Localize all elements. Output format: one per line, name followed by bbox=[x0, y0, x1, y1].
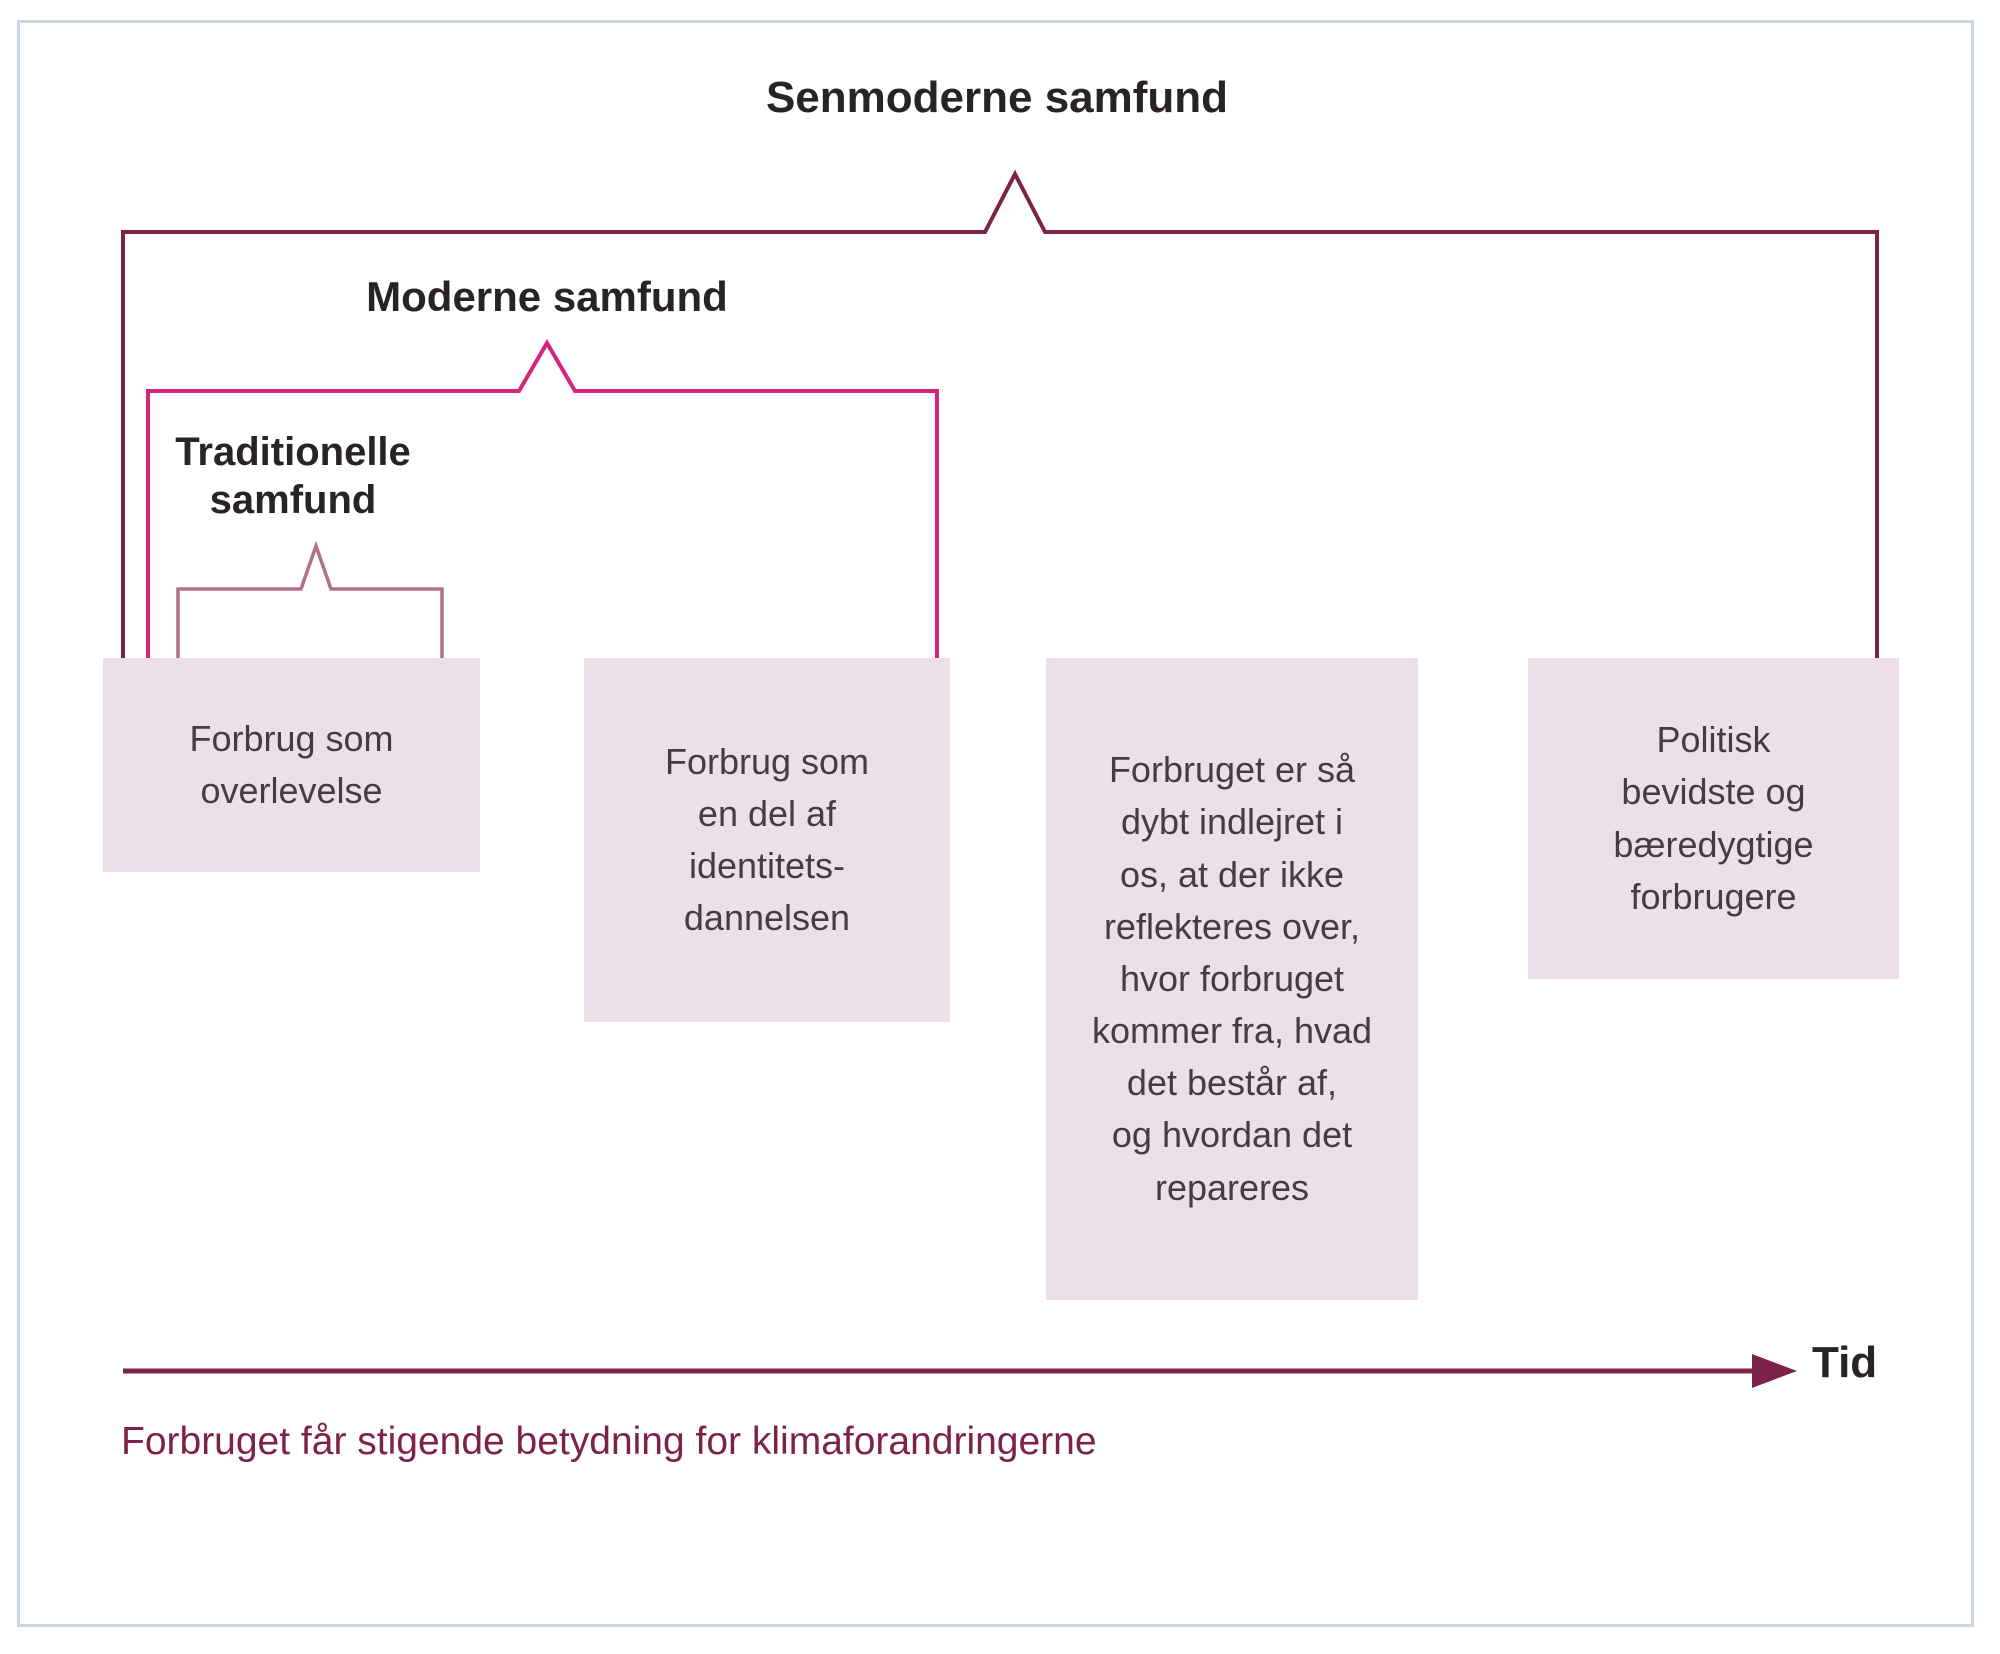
era-label-traditionelle: Traditionelle samfund bbox=[175, 430, 411, 522]
era-label-senmoderne: Senmoderne samfund bbox=[765, 73, 1229, 122]
time-axis-label: Tid bbox=[1812, 1338, 1878, 1387]
stage-box-embedded-consumption: Forbruget er så dybt indlejret i os, at … bbox=[1046, 658, 1418, 1300]
caption: Forbruget får stigende betydning for kli… bbox=[121, 1420, 1097, 1463]
stage-box-political-consumers: Politisk bevidste og bæredygtige forbrug… bbox=[1528, 658, 1899, 979]
stage-box-text: Forbrug som en del af identitets- dannel… bbox=[664, 740, 870, 939]
stage-box-text: Forbrug som overlevelse bbox=[189, 717, 394, 811]
stage-box-text: Politisk bevidste og bæredygtige forbrug… bbox=[1613, 719, 1814, 917]
stage-box-identity-consumption: Forbrug som en del af identitets- dannel… bbox=[584, 658, 950, 1022]
era-label-moderne: Moderne samfund bbox=[366, 273, 728, 320]
stage-box-text: Forbruget er så dybt indlejret i os, at … bbox=[1091, 749, 1373, 1208]
stage-box-survival-consumption: Forbrug som overlevelse bbox=[103, 658, 480, 872]
